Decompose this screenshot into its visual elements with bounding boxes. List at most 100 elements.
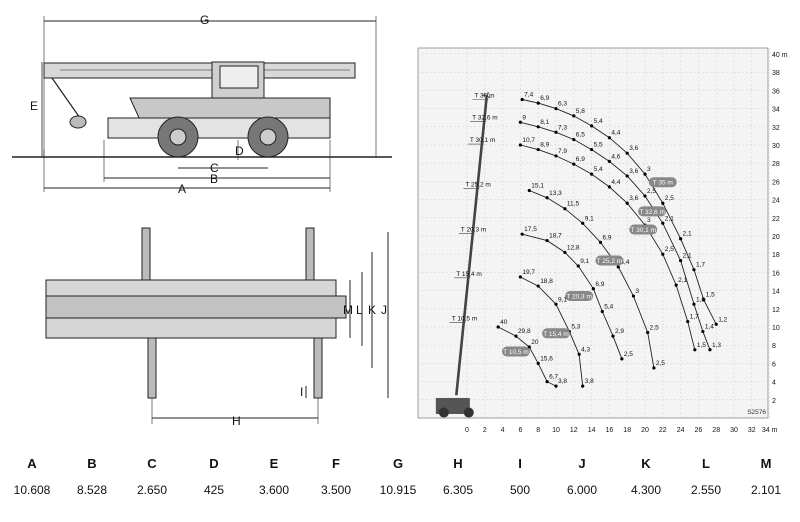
dim-value: 2.101 bbox=[750, 483, 782, 497]
load-point bbox=[514, 334, 518, 338]
dim-value: 425 bbox=[203, 483, 225, 497]
load-value-label: 1,5 bbox=[697, 342, 706, 349]
y-tick-label: 12 bbox=[772, 307, 780, 314]
dim-label: L bbox=[356, 303, 363, 317]
load-value-label: 3 bbox=[647, 166, 651, 173]
load-point bbox=[590, 172, 594, 176]
boom-top bbox=[45, 295, 347, 319]
load-value-label: 3,8 bbox=[585, 378, 594, 385]
load-value-label: 2,1 bbox=[683, 231, 692, 238]
load-value-label: 2,5 bbox=[647, 188, 656, 195]
load-value-label: 1,7 bbox=[696, 262, 705, 269]
dim-letter: E bbox=[269, 456, 279, 471]
load-value-label: 1,2 bbox=[718, 316, 727, 323]
load-point bbox=[520, 232, 524, 236]
load-value-label: 5,5 bbox=[594, 142, 603, 149]
load-point bbox=[572, 114, 576, 118]
load-point bbox=[527, 188, 531, 193]
y-tick-label: 2 bbox=[772, 398, 776, 405]
boom-badge-label: T 35 m bbox=[653, 180, 673, 187]
load-point bbox=[554, 384, 558, 388]
load-point bbox=[701, 329, 705, 334]
load-point bbox=[646, 330, 650, 335]
dim-letter: C bbox=[147, 456, 157, 471]
load-value-label: 2,5 bbox=[665, 246, 674, 253]
load-point bbox=[527, 345, 531, 349]
load-point bbox=[572, 137, 576, 142]
y-tick-label: 26 bbox=[772, 179, 780, 186]
y-tick-label: 10 bbox=[772, 325, 780, 332]
load-value-label: 6,9 bbox=[595, 281, 604, 288]
load-curve bbox=[497, 326, 557, 387]
dim-value: 10.915 bbox=[379, 483, 417, 497]
dim-label: J bbox=[381, 303, 387, 317]
crane-wheel bbox=[438, 407, 449, 418]
x-tick-label: 30 bbox=[730, 427, 738, 434]
dim-value: 2.550 bbox=[690, 483, 722, 497]
y-tick-label: 8 bbox=[772, 343, 776, 350]
dim-label: C bbox=[210, 161, 219, 175]
load-value-label: 1,4 bbox=[705, 324, 714, 331]
load-point bbox=[692, 268, 696, 272]
dim-label: G bbox=[200, 13, 209, 27]
load-point bbox=[518, 275, 523, 279]
dim-value: 8.528 bbox=[76, 483, 108, 497]
tip-height-label: T 20,3 m bbox=[461, 226, 487, 233]
chart-frame bbox=[417, 47, 769, 419]
y-tick-label: 6 bbox=[772, 361, 776, 368]
load-value-label: 40 bbox=[500, 319, 508, 326]
load-point bbox=[708, 348, 712, 352]
outrigger-rear-left bbox=[305, 227, 315, 281]
load-point bbox=[577, 352, 581, 356]
x-tick-label: 22 bbox=[659, 427, 667, 434]
load-value-label: 4,3 bbox=[581, 346, 590, 353]
load-point bbox=[572, 162, 576, 166]
load-value-label: 11,5 bbox=[567, 201, 580, 208]
x-tick-label: 20 bbox=[641, 427, 649, 434]
load-value-label: 5,4 bbox=[604, 304, 613, 311]
dim-value: 500 bbox=[509, 483, 531, 497]
boom-line bbox=[455, 97, 488, 396]
load-point bbox=[554, 154, 558, 158]
boom-badge bbox=[629, 224, 658, 235]
y-tick-label: 20 bbox=[772, 234, 780, 241]
superstructure bbox=[129, 97, 331, 121]
dim-label: A bbox=[178, 182, 186, 196]
load-value-label: 6,9 bbox=[576, 156, 585, 163]
x-tick-label: 10 bbox=[552, 427, 560, 434]
dim-letter: J bbox=[578, 456, 586, 471]
side-view-labels: G E C B A D bbox=[30, 13, 244, 196]
load-value-label: 6,5 bbox=[576, 132, 585, 139]
load-point bbox=[545, 380, 549, 384]
dim-letter: L bbox=[702, 456, 710, 471]
load-value-label: 2,1 bbox=[665, 215, 674, 222]
load-curve bbox=[522, 233, 623, 360]
load-point bbox=[674, 283, 678, 287]
load-value-label: 3,6 bbox=[629, 168, 638, 175]
x-tick-label: 34 m bbox=[762, 427, 778, 434]
load-point bbox=[714, 322, 718, 326]
load-value-label: 9,1 bbox=[585, 215, 594, 222]
boom-badge bbox=[542, 328, 570, 339]
dim-label: K bbox=[368, 303, 376, 317]
load-value-label: 2,1 bbox=[683, 253, 692, 260]
load-point bbox=[631, 294, 636, 298]
load-point bbox=[563, 207, 567, 211]
x-tick-label: 12 bbox=[570, 427, 578, 434]
x-tick-label: 32 bbox=[748, 427, 756, 434]
x-tick-label: 28 bbox=[712, 427, 720, 434]
load-value-label: 9,1 bbox=[558, 296, 567, 303]
load-value-label: 17,5 bbox=[524, 226, 537, 233]
load-point bbox=[693, 348, 697, 352]
load-curve bbox=[520, 144, 696, 350]
dim-letter: H bbox=[453, 456, 463, 471]
tip-height-label: T 35 m bbox=[474, 93, 494, 100]
load-point bbox=[554, 302, 558, 306]
